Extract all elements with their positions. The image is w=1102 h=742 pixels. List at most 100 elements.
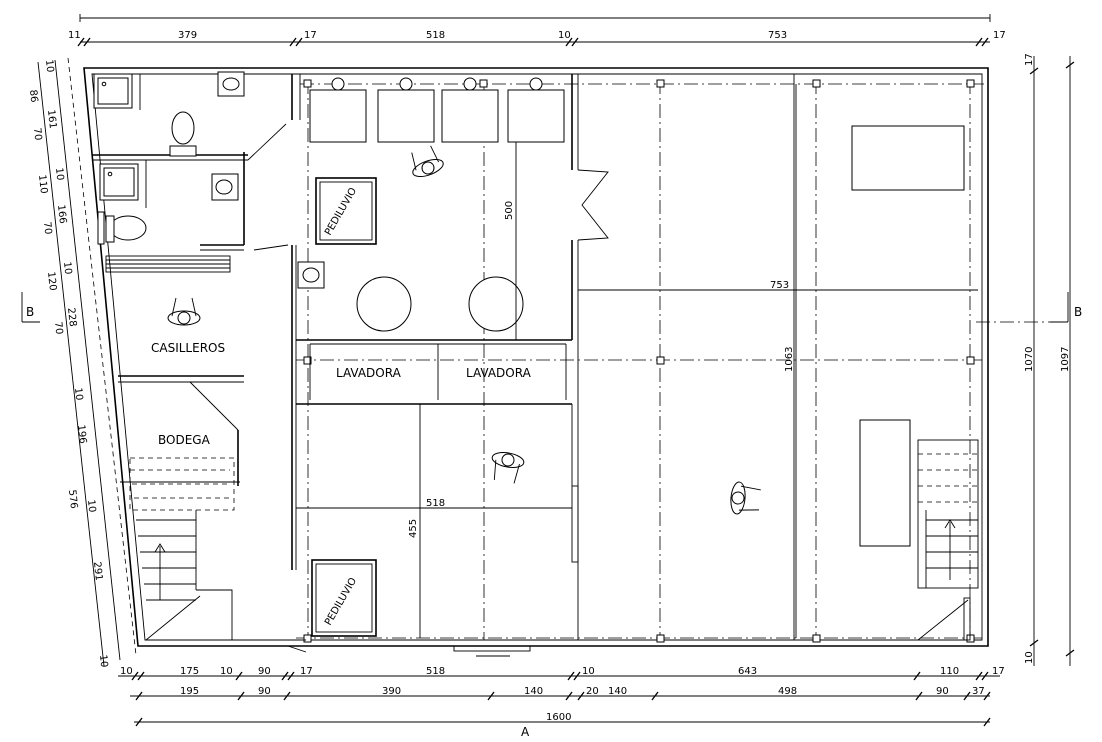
dim-top-17a: 17 <box>304 30 317 41</box>
svg-text:576: 576 <box>66 489 79 509</box>
room-labels: CASILLEROS BODEGA LAVADORA LAVADORA PEDI… <box>151 186 532 628</box>
svg-text:70: 70 <box>31 127 43 141</box>
dim-b1-10b: 10 <box>220 666 233 677</box>
column <box>812 79 821 88</box>
dim-b2-195: 195 <box>180 686 199 697</box>
svg-text:86: 86 <box>27 89 39 103</box>
dim-b1-110: 110 <box>940 666 959 677</box>
svg-text:196: 196 <box>75 424 88 444</box>
person-figures <box>167 145 761 515</box>
dim-b2-90: 90 <box>258 686 271 697</box>
toilet-2 <box>109 215 147 241</box>
left-dimension-chains: 10 86 161 70 10 110 166 70 10 120 228 70… <box>27 57 137 668</box>
right-dimension-chain: 17 1070 1097 10 <box>1024 53 1075 666</box>
person-icon <box>167 297 201 326</box>
column <box>656 356 665 365</box>
column <box>303 634 312 643</box>
dim-top-753: 753 <box>768 30 787 41</box>
table-top <box>851 125 965 191</box>
interior-dimensions: 500 753 1063 518 455 <box>296 84 978 638</box>
section-line-b: B B <box>21 292 1082 323</box>
person-icon <box>411 145 444 178</box>
svg-text:166: 166 <box>55 204 68 224</box>
person-icon <box>730 481 761 515</box>
dim-right-17: 17 <box>1024 53 1035 66</box>
dim-b1-17b: 17 <box>992 666 1005 677</box>
stairs-right <box>917 439 979 589</box>
outer-walls <box>83 67 989 647</box>
structural-axes <box>296 80 984 640</box>
left-dim-labels: 10 86 161 70 10 110 166 70 10 120 228 70… <box>27 59 109 668</box>
footbath-top <box>315 177 377 245</box>
dim-right-10: 10 <box>1024 651 1035 664</box>
room-label-bodega: BODEGA <box>158 433 211 447</box>
dim-b2-90b: 90 <box>936 686 949 697</box>
section-marker-b-left: B <box>26 305 34 319</box>
dim-500: 500 <box>504 201 515 220</box>
column <box>966 634 975 643</box>
dim-b2-37: 37 <box>972 686 985 697</box>
dim-1063: 1063 <box>784 347 795 372</box>
dim-b1-175: 175 <box>180 666 199 677</box>
dim-b1-643: 643 <box>738 666 757 677</box>
svg-text:10: 10 <box>61 261 73 275</box>
sink-3 <box>297 261 325 289</box>
dim-b2-140b: 140 <box>608 686 627 697</box>
dim-right-1070: 1070 <box>1024 347 1035 372</box>
svg-text:10: 10 <box>43 59 55 73</box>
column <box>479 79 488 88</box>
dim-518-inner: 518 <box>426 498 445 509</box>
column <box>303 356 312 365</box>
interior-walls <box>92 74 971 657</box>
toilet-1 <box>171 111 195 145</box>
table-bottom <box>859 419 911 547</box>
column <box>966 356 975 365</box>
section-marker-b-right: B <box>1074 305 1082 319</box>
dim-b2-390: 390 <box>382 686 401 697</box>
dim-b1-10c: 10 <box>582 666 595 677</box>
room-label-casilleros: CASILLEROS <box>151 341 225 355</box>
dim-top-11: 11 <box>68 30 81 41</box>
column <box>656 79 665 88</box>
dim-top-518: 518 <box>426 30 445 41</box>
round-tank <box>468 276 524 332</box>
dim-top-10: 10 <box>558 30 571 41</box>
footbath-bottom <box>311 559 377 637</box>
svg-text:10: 10 <box>97 654 109 668</box>
svg-text:110: 110 <box>36 174 49 194</box>
dim-total-1600: 1600 <box>546 712 571 723</box>
dim-455: 455 <box>408 519 419 538</box>
dim-b2-498: 498 <box>778 686 797 697</box>
column <box>966 79 975 88</box>
svg-text:228: 228 <box>65 307 78 327</box>
equipment-box <box>309 89 367 143</box>
dim-753-inner: 753 <box>770 280 789 291</box>
column <box>303 79 312 88</box>
column <box>656 634 665 643</box>
svg-text:10: 10 <box>72 387 84 401</box>
bottom-dimension-chains: 10 175 10 90 17 518 10 643 110 17 195 90… <box>118 666 1005 739</box>
svg-text:291: 291 <box>91 561 104 581</box>
room-label-pediluvio-top: PEDILUVIO <box>323 186 359 238</box>
person-icon <box>491 452 525 484</box>
stairs-left <box>129 457 235 641</box>
room-label-pediluvio-bottom: PEDILUVIO <box>323 576 359 628</box>
dim-b1-518: 518 <box>426 666 445 677</box>
dim-b1-17: 17 <box>300 666 313 677</box>
dim-b1-90: 90 <box>258 666 271 677</box>
equipment-box <box>441 89 499 143</box>
svg-text:70: 70 <box>41 221 53 235</box>
svg-text:120: 120 <box>45 271 58 291</box>
svg-text:70: 70 <box>52 321 64 335</box>
equipment-box <box>377 89 435 143</box>
round-tank <box>356 276 412 332</box>
dim-top-17b: 17 <box>993 30 1006 41</box>
dim-right-1097: 1097 <box>1060 347 1071 372</box>
room-label-lavadora-2: LAVADORA <box>466 366 532 380</box>
equipment-box <box>507 89 565 143</box>
fixtures <box>93 71 965 637</box>
svg-text:10: 10 <box>53 167 65 181</box>
svg-text:10: 10 <box>85 499 97 513</box>
dim-top-379: 379 <box>178 30 197 41</box>
